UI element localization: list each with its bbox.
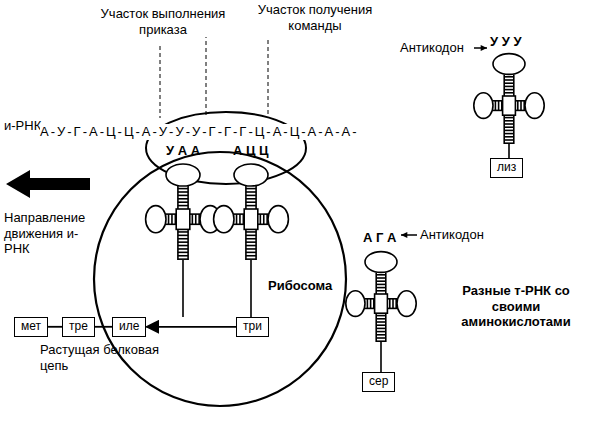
text-label: А Г А (363, 230, 396, 246)
text-label: Антикодон (400, 40, 464, 56)
node-text: три (243, 319, 262, 333)
text-label: Разные т-РНК со своими аминокислотами (452, 283, 580, 330)
amino-acid-box: тре (62, 317, 95, 337)
pointer-head (481, 45, 487, 51)
connector (146, 326, 236, 328)
text-label: Участок получения команды (240, 2, 390, 33)
text-label: Участок выполнения приказа (88, 6, 238, 37)
site-line (160, 46, 161, 118)
amino-acid-box: три (236, 317, 269, 337)
trna (214, 164, 289, 317)
trna (474, 54, 544, 158)
site-line (206, 34, 207, 118)
amino-acid-box: иле (112, 317, 146, 337)
text-label: У А А (166, 143, 200, 159)
trna (146, 164, 221, 317)
text-label: А-У-Г-А-Ц-Ц-А-У-У-У-Г-Г-Г-Ц-А-Ц-А-А-А- (40, 124, 359, 140)
node-text: лиз (497, 160, 516, 174)
node-text: тре (69, 319, 88, 333)
amino-acid-box: мет (14, 317, 48, 337)
connector (48, 326, 62, 328)
text-label: Антикодон (420, 227, 484, 243)
direction-arrow (6, 170, 90, 198)
node-text: мет (21, 319, 41, 333)
site-line (268, 40, 269, 118)
text-label: У У У (490, 34, 521, 50)
text-label: и-РНК (4, 118, 41, 134)
node-text: сер (369, 374, 388, 388)
text-label: Направление движения и-РНК (4, 210, 94, 257)
pointer-head (401, 232, 407, 238)
node-text: Рибосома (268, 278, 332, 293)
amino-acid-box: сер (362, 372, 395, 392)
node-text: иле (119, 319, 139, 333)
trna (346, 252, 416, 372)
ribosome: Рибосома иле три (92, 150, 348, 408)
text-label: Растущая белковая цепь (40, 342, 180, 373)
amino-acid-box: лиз (490, 158, 523, 178)
